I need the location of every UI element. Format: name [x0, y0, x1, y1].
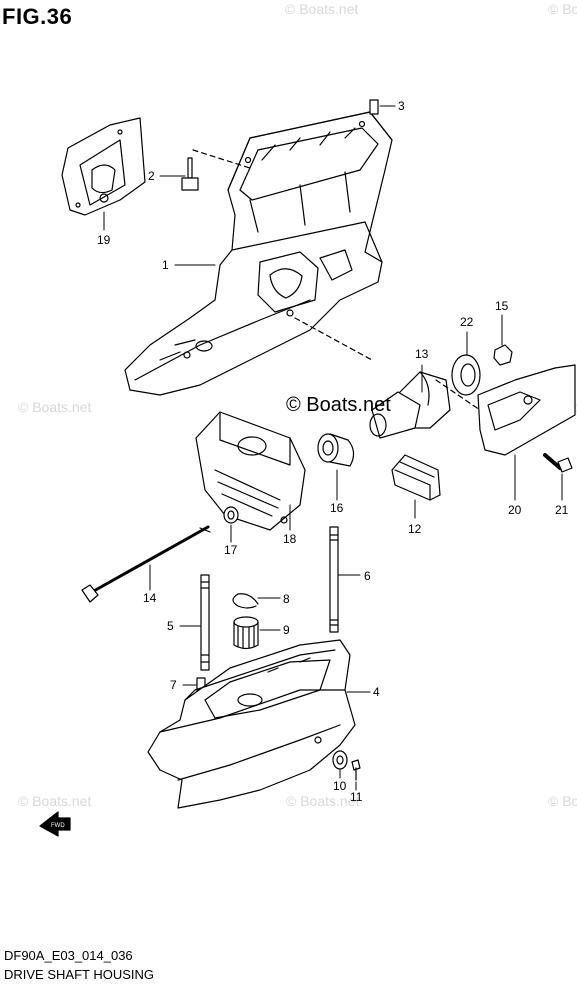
part-12-rubber-block[interactable] [391, 454, 441, 501]
callout-14: 14 [143, 591, 157, 605]
part-8-circlip[interactable] [232, 593, 259, 609]
watermark: © Boats.net [548, 1, 577, 17]
callout-3: 3 [398, 99, 405, 113]
part-10-washer[interactable] [332, 750, 348, 770]
part-1-drive-shaft-housing[interactable] [124, 111, 393, 396]
watermark: © Boats.net [285, 1, 358, 17]
callout-2: 2 [148, 169, 155, 183]
callout-1: 1 [162, 258, 169, 272]
part-15-nut[interactable] [493, 344, 513, 366]
watermarks: © Boats.net © Boats.net © Boats.net © Bo… [18, 1, 577, 809]
part-2-bolt[interactable] [181, 157, 199, 191]
callout-10: 10 [333, 779, 347, 793]
callout-8: 8 [283, 592, 290, 606]
figure-title: FIG.36 [2, 4, 73, 29]
part-13-mount-rubber[interactable] [369, 371, 451, 439]
callout-13: 13 [415, 347, 429, 361]
watermark: © Boats.net [18, 399, 91, 415]
fwd-arrow-icon: FWD [39, 811, 71, 837]
part-5-stud[interactable] [200, 574, 210, 671]
center-watermark: © Boats.net [286, 394, 391, 416]
fwd-label: FWD [51, 823, 65, 829]
assembly-line [192, 149, 251, 169]
part-3-dowel-pin[interactable] [369, 99, 379, 115]
part-4-lower-housing[interactable] [147, 639, 356, 809]
watermark: © Boats.net [286, 793, 359, 809]
callout-16: 16 [330, 501, 344, 515]
part-11-bolt[interactable] [351, 759, 361, 781]
callout-18: 18 [283, 532, 297, 546]
leader-lines [103, 105, 563, 791]
assembly-line [294, 317, 481, 411]
callout-7: 7 [170, 678, 177, 692]
part-18-mount-block[interactable] [195, 411, 306, 531]
document-code: DF90A_E03_014_036 [4, 948, 133, 963]
callout-21: 21 [555, 503, 569, 517]
part-22-bearing[interactable] [451, 354, 481, 396]
part-19-cover-plate[interactable] [61, 117, 146, 216]
part-21-bolt[interactable] [543, 453, 573, 473]
callout-6: 6 [364, 569, 371, 583]
callout-11: 11 [350, 790, 363, 804]
callout-19: 19 [97, 233, 111, 247]
callout-5: 5 [167, 619, 174, 633]
part-6-stud[interactable] [329, 526, 339, 633]
callout-17: 17 [224, 543, 238, 557]
callout-22: 22 [460, 315, 474, 329]
callout-20: 20 [508, 503, 522, 517]
document-title: DRIVE SHAFT HOUSING [4, 967, 155, 982]
part-20-mount-bracket[interactable] [477, 364, 576, 456]
callout-labels: 1 2 3 4 5 6 7 8 9 10 11 12 13 14 15 16 1… [97, 99, 569, 804]
watermark: © Boats.net [548, 793, 577, 809]
part-9-spline-bushing[interactable] [233, 616, 259, 650]
part-14-long-bolt[interactable] [81, 525, 211, 603]
callout-9: 9 [283, 623, 290, 637]
callout-15: 15 [495, 299, 509, 313]
callout-12: 12 [408, 522, 422, 536]
part-16-bushing[interactable] [317, 433, 355, 467]
part-17-washer[interactable] [223, 506, 239, 524]
watermark: © Boats.net [18, 793, 91, 809]
callout-4: 4 [373, 685, 380, 699]
